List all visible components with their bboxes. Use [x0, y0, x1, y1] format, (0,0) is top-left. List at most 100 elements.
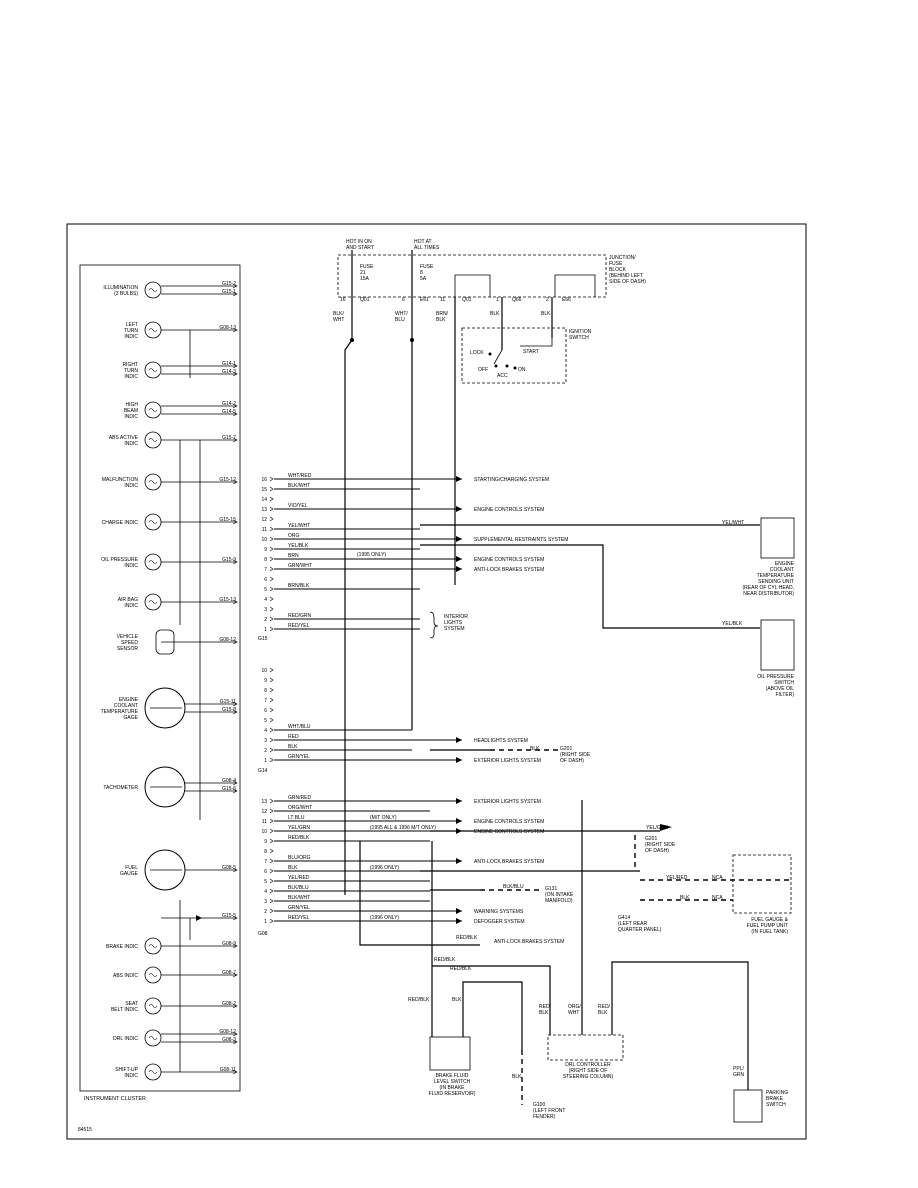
wire-color: BLU/ORG: [288, 855, 311, 861]
wire-color: WHT/BLU: [288, 724, 311, 730]
wire-red-blk-6: RED/BLK: [598, 1004, 611, 1016]
cluster-pin-label: G15-5: [222, 913, 236, 919]
wire-color: VIO/YEL: [288, 503, 308, 509]
fuse-block-pin: Q66: [512, 297, 522, 303]
anti-lock-label: ANTI-LOCK BRAKES SYSTEM: [494, 939, 564, 945]
cluster-pin-label: G15-9: [222, 557, 236, 563]
pin-number: 9: [264, 678, 267, 684]
svg-text:84515: 84515: [78, 1127, 92, 1133]
pin-number: 3: [264, 607, 267, 613]
pin-number: 1: [264, 919, 267, 925]
svg-text:G08: G08: [258, 931, 268, 937]
wire-org-wht: ORG/WHT: [568, 1004, 581, 1016]
fuse-block-pin: 1: [496, 297, 499, 303]
cluster-pin-label: G08-3: [222, 1037, 236, 1043]
svg-text:ACC: ACC: [497, 373, 508, 379]
wire-ppl-grn: PPL/GRN: [733, 1066, 745, 1078]
wire-color: YEL/GRN: [288, 825, 310, 831]
connector-pin-row: 6: [264, 576, 274, 583]
wire-color: YEL/BLK: [288, 543, 309, 549]
cluster-pin-label: G08-11: [220, 1067, 237, 1073]
wire-blk-3: BLK: [452, 997, 462, 1003]
destination-system: EXTERIOR LIGHTS SYSTEM: [474, 758, 541, 764]
pin-number: 15: [261, 487, 267, 493]
fuel-pump-unit-label: FUEL GAUGE &FUEL PUMP UNIT(IN FUEL TANK): [747, 917, 789, 935]
wire-red-blk-5: RED/BLK: [539, 1004, 552, 1016]
cluster-item-label: BRAKE INDIC: [106, 944, 138, 950]
svg-text:OFF: OFF: [478, 367, 488, 373]
wire-red-blk-3: RED/BLK: [450, 966, 472, 972]
wire-yel-blk: YEL/BLK: [722, 621, 743, 627]
pin-number: 8: [264, 688, 267, 694]
connector-pin-row: 7: [264, 697, 274, 704]
pin-number: 14: [261, 497, 267, 503]
cluster-pin-label: G08-4: [222, 778, 236, 784]
destination-system: ENGINE CONTROLS SYSTEM: [474, 557, 544, 563]
wire-color: YEL/WHT: [288, 523, 310, 529]
svg-text:BLK/WHT: BLK/WHT: [333, 311, 344, 323]
wire-color: BRN/BLK: [288, 583, 310, 589]
pin-number: 7: [264, 567, 267, 573]
cluster-item: G15-5: [161, 913, 238, 921]
cluster-pin-label: G15-13: [219, 597, 236, 603]
pin-number: 1: [264, 758, 267, 764]
cluster-pin-label: G08-7: [222, 970, 236, 976]
svg-text:BLK: BLK: [490, 311, 500, 317]
gauge-icon: [144, 766, 186, 808]
pin-number: 11: [262, 819, 267, 825]
connector-pin-row: 6: [264, 707, 274, 714]
wire-note: (1996 ONLY): [370, 865, 399, 871]
pin-number: 10: [261, 537, 267, 543]
wire-blk-4: BLK: [512, 1074, 522, 1080]
wire-color: GRN/WHT: [288, 563, 312, 569]
wire-note: (1995 ALL & 1996 M/T ONLY): [370, 825, 436, 831]
wire-yel-grn: YEL/GRN: [646, 825, 668, 831]
cluster-pin-label: G15-15: [219, 517, 236, 523]
cluster-item-label: ABS INDIC: [113, 973, 138, 979]
pin-number: 9: [264, 547, 267, 553]
pin-number: 2: [264, 909, 267, 915]
pin-number: 6: [264, 577, 267, 583]
wire-red-blk: RED/BLK: [456, 935, 478, 941]
pin-number: 5: [264, 718, 267, 724]
cluster-pin-label: G15-2: [222, 281, 236, 287]
cluster-label: INSTRUMENT CLUSTER: [84, 1096, 146, 1102]
connector-pin-row: 4: [264, 596, 274, 603]
cluster-pin-label: G08-13: [219, 325, 236, 331]
cluster-pin-label: G08-9: [222, 941, 236, 947]
wire-color: BLK: [288, 865, 298, 871]
instrument-cluster-box: [79, 264, 241, 1092]
wire-color: BLK/WHT: [288, 483, 310, 489]
destination-system: DEFOGGER SYSTEM: [474, 919, 525, 925]
fuse-block-pin: 2: [546, 297, 549, 303]
cluster-pin-label: G15-7: [222, 435, 236, 441]
cluster-pin-label: G14-3: [222, 369, 236, 375]
cluster-pin-label: G08-2: [222, 1001, 236, 1007]
